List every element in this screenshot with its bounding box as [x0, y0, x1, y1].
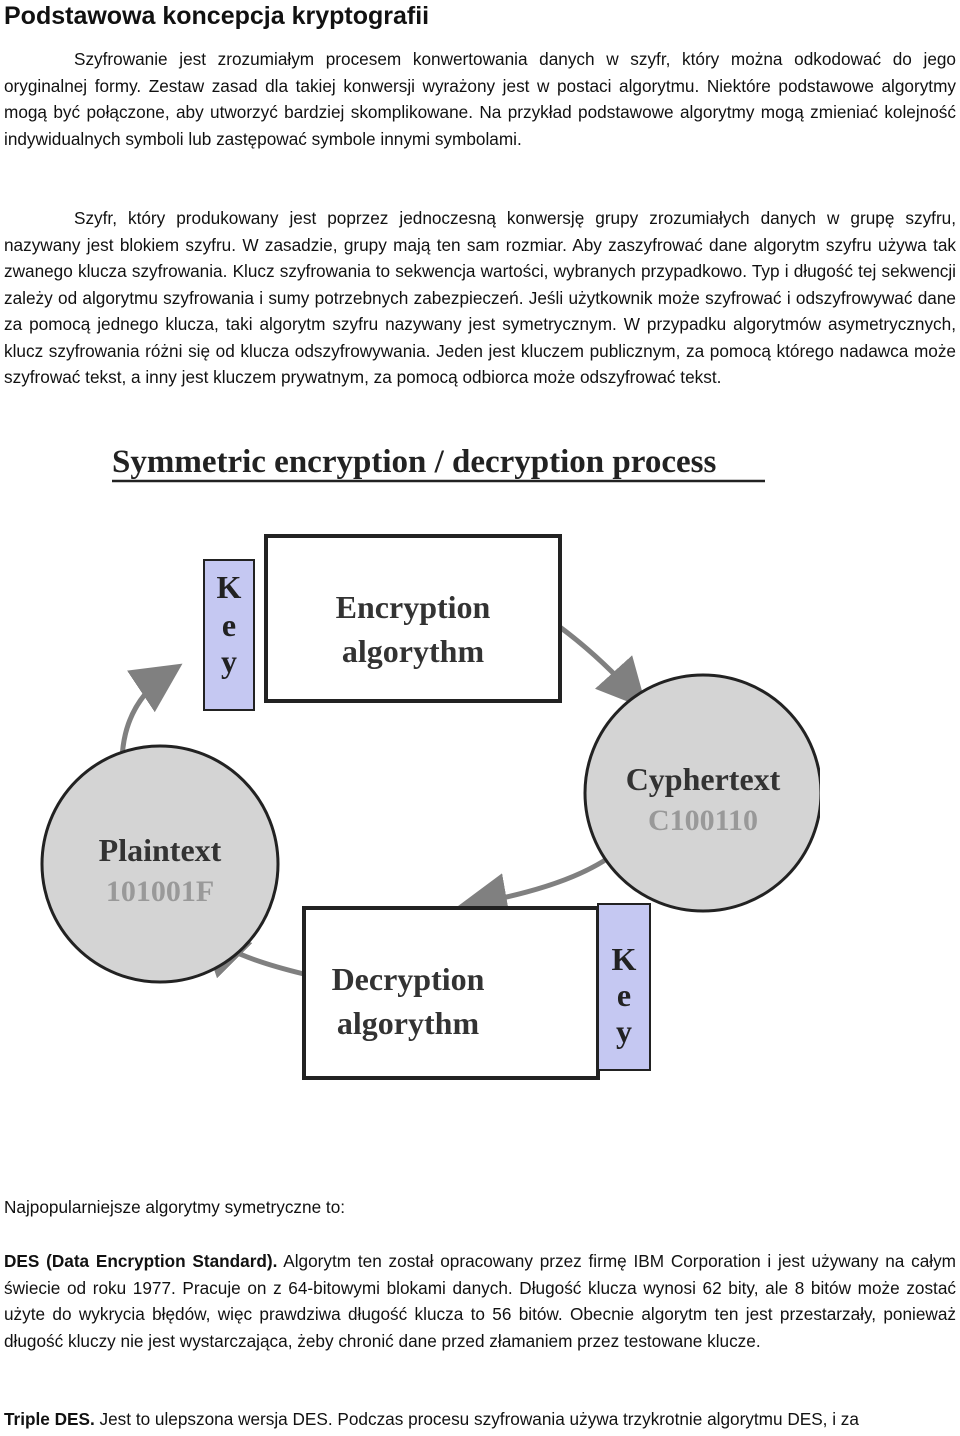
key-top-letter-y: y — [221, 643, 237, 679]
symmetric-encryption-diagram: Symmetric encryption / decryption proces… — [40, 444, 820, 1080]
plaintext-label: Plaintext — [99, 832, 222, 868]
cyphertext-value: C100110 — [648, 804, 758, 837]
page-title: Podstawowa koncepcja kryptografii — [4, 2, 430, 30]
key-bottom — [597, 903, 651, 1071]
key-bottom-letter-e: e — [617, 977, 631, 1013]
key-top — [203, 559, 255, 711]
key-top-letter-e: e — [222, 607, 236, 643]
diagram-title: Symmetric encryption / decryption proces… — [112, 444, 716, 480]
key-top-letter-k: K — [217, 569, 242, 605]
cipher-paragraph: Szyfr, który produkowany jest poprzez je… — [4, 208, 956, 387]
intro-paragraph: Szyfrowanie jest zrozumiałym procesem ko… — [4, 49, 956, 149]
encryption-label-2: algorythm — [342, 633, 485, 669]
decryption-label-2: algorythm — [337, 1005, 480, 1041]
list-intro: Najpopularniejsze algorytmy symetryczne … — [4, 1197, 346, 1217]
des-text: Algorytm ten został opracowany przez fir… — [4, 1251, 956, 1351]
decryption-label-1: Decryption — [332, 961, 485, 997]
des-paragraph: DES (Data Encryption Standard). Algorytm… — [4, 1248, 956, 1354]
cyphertext-label: Cyphertext — [626, 761, 781, 797]
des-term: DES (Data Encryption Standard). — [4, 1251, 278, 1271]
triple-des-paragraph: Triple DES. Jest to ulepszona wersja DES… — [4, 1406, 956, 1433]
plaintext-circle — [40, 744, 280, 984]
encryption-label-1: Encryption — [336, 589, 491, 625]
triple-des-term: Triple DES. — [4, 1409, 95, 1429]
cyphertext-circle — [583, 673, 820, 913]
encryption-algorithm-box — [264, 534, 562, 703]
plaintext-value: 101001F — [106, 875, 214, 908]
key-bottom-letter-k: K — [612, 941, 637, 977]
key-bottom-letter-y: y — [616, 1013, 632, 1049]
triple-des-text: Jest to ulepszona wersja DES. Podczas pr… — [94, 1409, 859, 1429]
